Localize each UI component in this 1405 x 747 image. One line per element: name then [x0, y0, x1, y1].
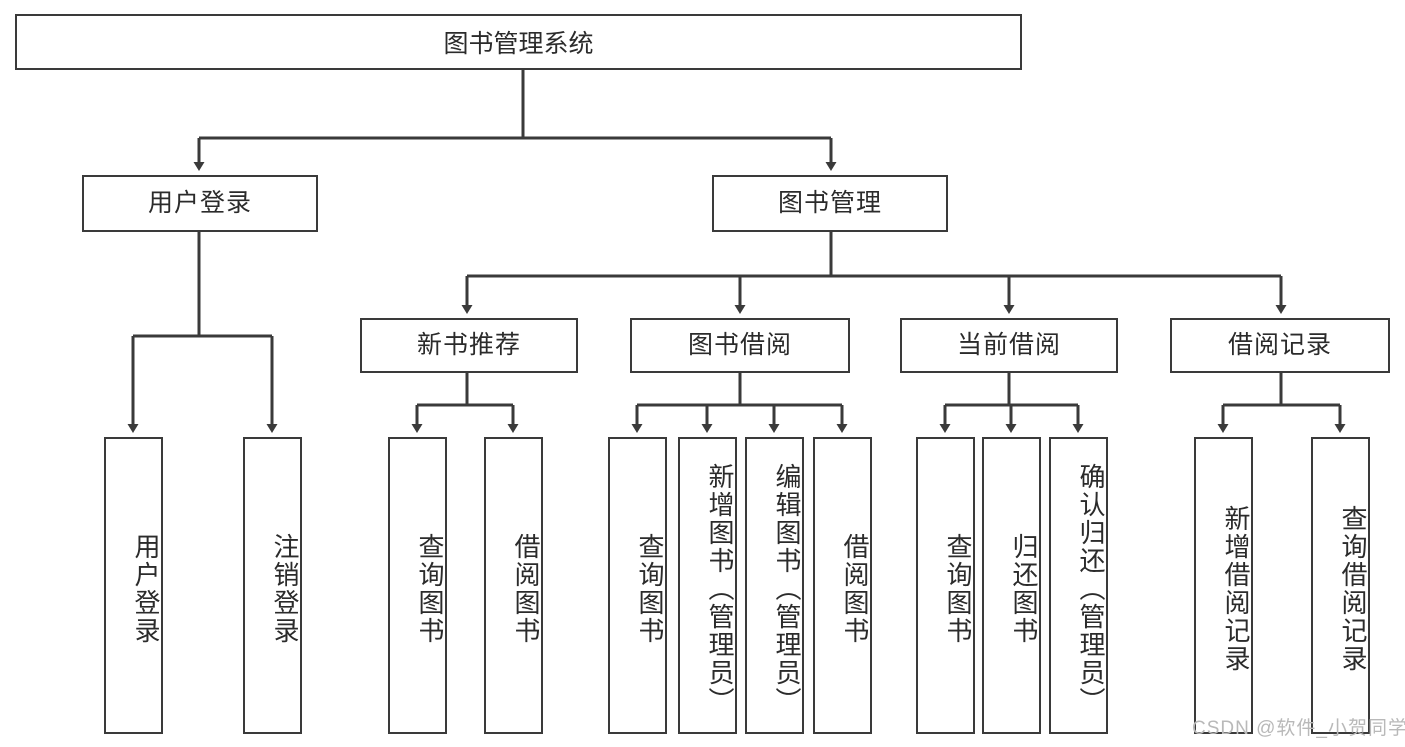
watermark: CSDN @软件_小贺同学 — [1192, 718, 1405, 739]
node-current-borrow[interactable]: 当前借阅 — [900, 318, 1118, 373]
leaf-borrowrecord-add-record[interactable]: 新增借阅记录 — [1194, 437, 1253, 734]
node-borrow-record[interactable]: 借阅记录 — [1170, 318, 1390, 373]
leaf-newbook-borrow-book[interactable]: 借阅图书 — [484, 437, 543, 734]
node-new-book-recommend[interactable]: 新书推荐 — [360, 318, 578, 373]
leaf-bookborrow-query-book[interactable]: 查询图书 — [608, 437, 667, 734]
leaf-user-login[interactable]: 用户登录 — [104, 437, 163, 734]
leaf-bookborrow-edit-book[interactable]: 编辑图书（管理员） — [745, 437, 804, 734]
leaf-newbook-query-book[interactable]: 查询图书 — [388, 437, 447, 734]
node-book-manage[interactable]: 图书管理 — [712, 175, 948, 232]
node-user-login[interactable]: 用户登录 — [82, 175, 318, 232]
leaf-bookborrow-add-book[interactable]: 新增图书（管理员） — [678, 437, 737, 734]
node-book-borrow[interactable]: 图书借阅 — [630, 318, 850, 373]
leaf-currentborrow-query-book[interactable]: 查询图书 — [916, 437, 975, 734]
node-root[interactable]: 图书管理系统 — [15, 14, 1022, 70]
leaf-borrowrecord-query-record[interactable]: 查询借阅记录 — [1311, 437, 1370, 734]
leaf-logout[interactable]: 注销登录 — [243, 437, 302, 734]
leaf-currentborrow-confirm-return[interactable]: 确认归还（管理员） — [1049, 437, 1108, 734]
leaf-currentborrow-return-book[interactable]: 归还图书 — [982, 437, 1041, 734]
leaf-bookborrow-borrow-book[interactable]: 借阅图书 — [813, 437, 872, 734]
